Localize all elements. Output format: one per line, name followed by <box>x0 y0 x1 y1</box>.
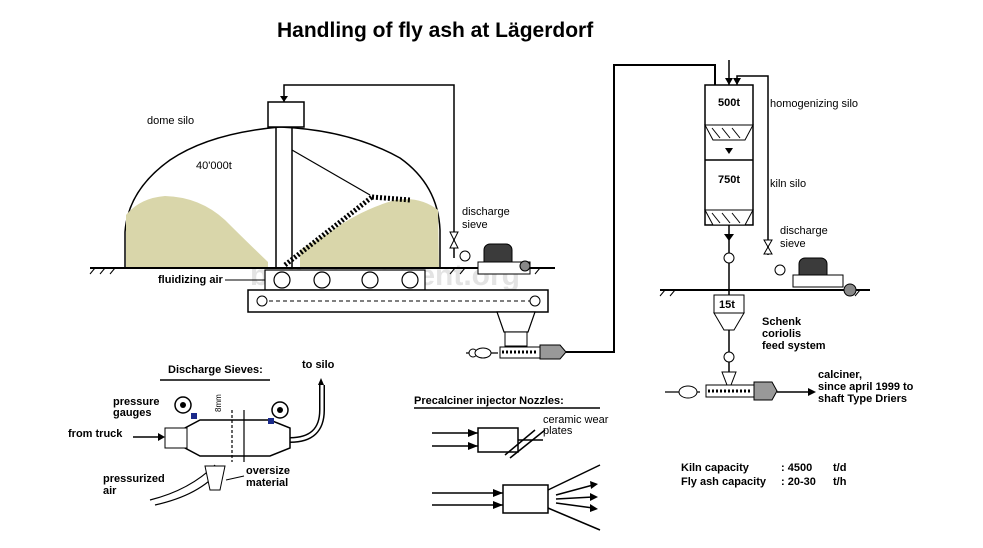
sieve-inlet <box>164 427 188 449</box>
rotary-feeder <box>723 252 735 264</box>
inlet-arrow-2 <box>733 78 741 85</box>
conveyor-support <box>291 149 371 196</box>
silo-level-bottom: 15t <box>719 299 735 311</box>
valve-right-top <box>763 239 773 249</box>
to-silo-arrow <box>318 378 324 385</box>
cap-value-1: : 20-30 <box>781 476 816 488</box>
discharge-sieves-heading: Discharge Sieves: <box>168 364 263 376</box>
conveyor-pulley-right <box>529 295 541 307</box>
sieve-body <box>184 419 291 457</box>
kiln-silo-label: kiln silo <box>770 178 806 190</box>
dome-capacity-label: 40'000t <box>196 160 232 172</box>
fluidizing-hoppers <box>264 269 426 291</box>
calciner-arrow <box>808 388 816 396</box>
cap-unit-0: t/d <box>833 462 846 474</box>
ash-pile-left <box>126 196 268 268</box>
dome-silo-label: dome silo <box>147 115 194 127</box>
nozzle-1 <box>432 427 546 459</box>
truck-wheel-right <box>843 283 857 297</box>
gauge-right <box>774 264 786 276</box>
homogenizing-silo-label: homogenizing silo <box>770 98 858 110</box>
cap-value-0: : 4500 <box>781 462 812 474</box>
gauge-connector-2 <box>268 418 274 424</box>
cap-label-1: Fly ash capacity <box>681 476 767 488</box>
oversize-leader <box>225 475 245 481</box>
fluidizing-air-label: fluidizing air <box>158 274 223 286</box>
feed-neck <box>504 331 528 347</box>
gauge-left <box>459 250 471 262</box>
inclined-conveyor <box>283 195 374 267</box>
feed-chute-right <box>721 371 737 386</box>
to-silo-pipe <box>289 385 325 443</box>
from-truck-label: from truck <box>68 428 123 440</box>
nozzle-2-arrow-a <box>493 489 503 497</box>
air-valve-left <box>474 347 492 359</box>
air-valve-right <box>678 385 698 399</box>
spray-arrow-3 <box>590 504 598 512</box>
silo-level-mid: 750t <box>718 174 740 186</box>
screw-motor-left <box>539 344 567 360</box>
valve-left-bottom <box>449 238 459 249</box>
pressure-gauge-2-center <box>277 407 283 413</box>
precalciner-heading: Precalciner injector Nozzles: <box>414 395 564 407</box>
diagram-title: Handling of fly ash at Lägerdorf <box>277 19 594 42</box>
return-pipe <box>283 84 455 240</box>
silo-level-top: 500t <box>718 97 740 109</box>
feed-hopper <box>496 311 536 333</box>
coriolis-feeder <box>723 351 735 363</box>
nozzle-2-arrow-b <box>493 501 503 509</box>
homog-fluid-lines <box>711 127 741 139</box>
truck-wheel-left <box>519 260 531 272</box>
valve-left-top <box>449 231 459 242</box>
inlet-arrow-1 <box>725 78 733 85</box>
tower-silo <box>704 84 754 226</box>
spray-arrow-2 <box>590 493 598 501</box>
valve-right-bottom <box>763 245 773 255</box>
cap-unit-1: t/h <box>833 476 847 488</box>
homog-valve <box>725 148 733 154</box>
kiln-valve <box>724 234 734 241</box>
nozzle-1-arrow-a <box>468 429 478 437</box>
to-silo-label: to silo <box>302 359 335 371</box>
pneumatic-line <box>566 64 716 353</box>
screw-motor-right <box>753 381 778 401</box>
bin-cone <box>713 312 745 331</box>
oversize-chute <box>204 465 226 491</box>
kiln-cone <box>704 209 754 226</box>
gauge-connector-1 <box>191 413 197 419</box>
nozzle-1-arrow-b <box>468 442 478 450</box>
from-truck-arrow <box>158 433 165 441</box>
nozzle-2 <box>432 464 601 531</box>
ground-hatch-left <box>89 267 541 275</box>
ash-pile-right <box>300 199 439 268</box>
pressure-gauge-1-center <box>180 402 186 408</box>
return-arrow <box>280 96 288 102</box>
to-silo-pipe-inner <box>289 385 324 442</box>
homog-cone <box>704 124 754 141</box>
mesh-size-label: 8mm <box>214 394 223 412</box>
top-distribution-box <box>267 101 305 128</box>
ground-hatch-right <box>659 289 861 297</box>
spray-arrow-1 <box>590 481 598 489</box>
conveyor-pulley-left <box>256 295 268 307</box>
truck-base-right <box>792 274 844 288</box>
capacity-table: Kiln capacity : 4500 t/d Fly ash capacit… <box>681 462 847 488</box>
cap-label-0: Kiln capacity <box>681 462 750 474</box>
